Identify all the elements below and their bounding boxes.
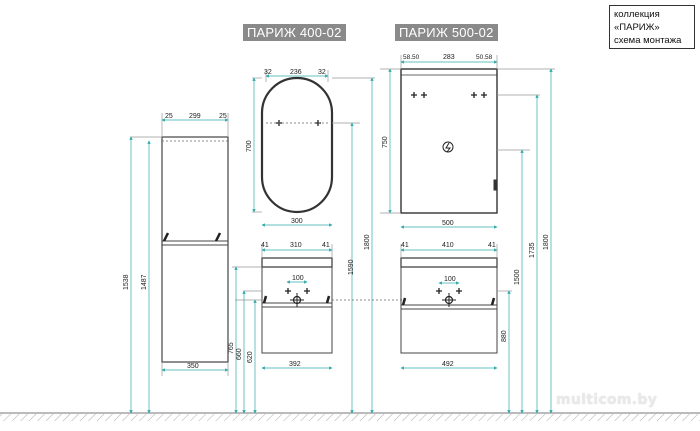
- mirror500-top-b: 50.58: [476, 54, 493, 61]
- vanity400-top-right: 41: [322, 242, 330, 249]
- mirror400-top-mid: 236: [290, 69, 302, 76]
- mirror400-top-left: 32: [264, 69, 272, 76]
- collection-info-box: коллекция «ПАРИЖ» схема монтажа: [609, 5, 695, 49]
- tall-width: 350: [187, 363, 199, 370]
- vanity500-pipes: 100: [444, 276, 456, 283]
- vanity500-top-left: 41: [401, 242, 409, 249]
- mirror-500: [400, 68, 498, 214]
- vanity500-top-right: 41: [488, 242, 496, 249]
- title-paris-500: ПАРИЖ 500-02: [395, 24, 498, 41]
- vanity500-h4: 1800: [543, 234, 550, 250]
- tall-top-left: 25: [165, 113, 173, 120]
- mirror500-height: 750: [382, 136, 389, 148]
- info-line-scheme: схема монтажа: [614, 35, 682, 46]
- vanity500-top-mid: 410: [442, 242, 454, 249]
- mirror-400-dimensions: [252, 70, 375, 414]
- mirror500-top-a: 58.50: [403, 54, 420, 61]
- title-paris-400: ПАРИЖ 400-02: [243, 24, 346, 41]
- mirror-500-dimensions: [380, 55, 555, 414]
- mirror400-mount: 1800: [364, 234, 371, 250]
- vanity500-h1: 880: [501, 330, 508, 342]
- info-line-name: «ПАРИЖ»: [614, 22, 660, 33]
- vanity400-h3: 620: [247, 351, 254, 363]
- mirror500-width: 500: [442, 220, 454, 227]
- vanity400-top-mid: 310: [290, 242, 302, 249]
- vanity-400-dimensions: [232, 244, 408, 414]
- vanity400-top-left: 41: [261, 242, 269, 249]
- tall-cabinet: [161, 136, 229, 363]
- tall-top-mid: 299: [189, 113, 201, 120]
- mirror400-height: 700: [246, 140, 253, 152]
- vanity-400: [261, 257, 333, 354]
- vanity500-width: 492: [442, 361, 454, 368]
- vanity400-mirror-top: 1590: [348, 259, 355, 275]
- mirror500-top-mid: 283: [443, 54, 455, 61]
- info-line-collection: коллекция: [614, 9, 660, 20]
- vanity400-h2: 660: [236, 348, 243, 360]
- vanity-500-dimensions: [400, 244, 512, 414]
- tall-height-total: 1538: [123, 274, 130, 290]
- vanity500-h2: 1500: [514, 269, 521, 285]
- watermark-text: multicom.by: [556, 392, 658, 408]
- vanity400-width: 392: [289, 361, 301, 368]
- floor-line: [0, 412, 700, 421]
- tall-top-right: 25: [219, 113, 227, 120]
- tall-height-body: 1487: [141, 274, 148, 290]
- mirror-400: [260, 76, 334, 214]
- tall-cabinet-dimensions: [129, 113, 229, 414]
- vanity400-pipes: 100: [292, 275, 304, 282]
- mirror400-top-right: 32: [318, 69, 326, 76]
- mirror400-width: 300: [291, 218, 303, 225]
- vanity500-h3: 1735: [529, 242, 536, 258]
- vanity-500: [400, 257, 498, 354]
- vanity400-h1: 765: [228, 342, 235, 354]
